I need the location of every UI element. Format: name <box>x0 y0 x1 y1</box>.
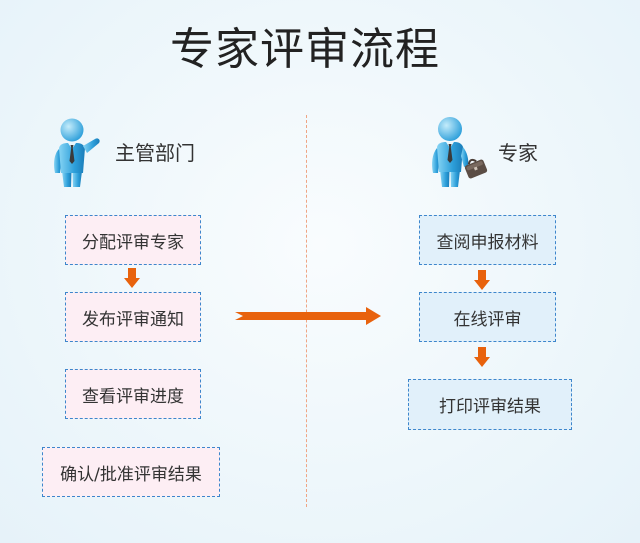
step-print-results: 打印评审结果 <box>408 379 572 430</box>
manager-person-icon <box>54 118 100 187</box>
manager-role-label: 主管部门 <box>115 141 195 165</box>
diagram-title: 专家评审流程 <box>170 24 440 75</box>
arrow-right-icon <box>235 307 381 325</box>
person-leg <box>440 170 450 187</box>
step-view-progress: 查看评审进度 <box>65 369 201 419</box>
expert-role-label: 专家 <box>498 141 538 165</box>
person-head <box>438 117 462 141</box>
tie-icon <box>447 144 453 163</box>
person-head <box>60 118 84 142</box>
step-approve-results: 确认/批准评审结果 <box>42 447 220 497</box>
step-assign-experts: 分配评审专家 <box>65 215 201 265</box>
arrow-down-icon <box>474 270 490 290</box>
expert-person-icon <box>432 117 488 187</box>
arrow-down-icon <box>124 268 140 288</box>
person-leg <box>450 170 460 187</box>
person-leg <box>62 171 72 187</box>
person-arm <box>461 147 469 167</box>
lane-divider <box>306 115 307 507</box>
step-review-materials: 查阅申报材料 <box>419 215 556 265</box>
tie-icon <box>69 145 75 164</box>
person-leg <box>72 171 82 187</box>
person-raised-arm <box>83 138 100 153</box>
step-publish-notice: 发布评审通知 <box>65 292 201 342</box>
arrow-down-icon <box>474 347 490 367</box>
briefcase-icon <box>464 158 488 179</box>
step-online-review: 在线评审 <box>419 292 556 342</box>
